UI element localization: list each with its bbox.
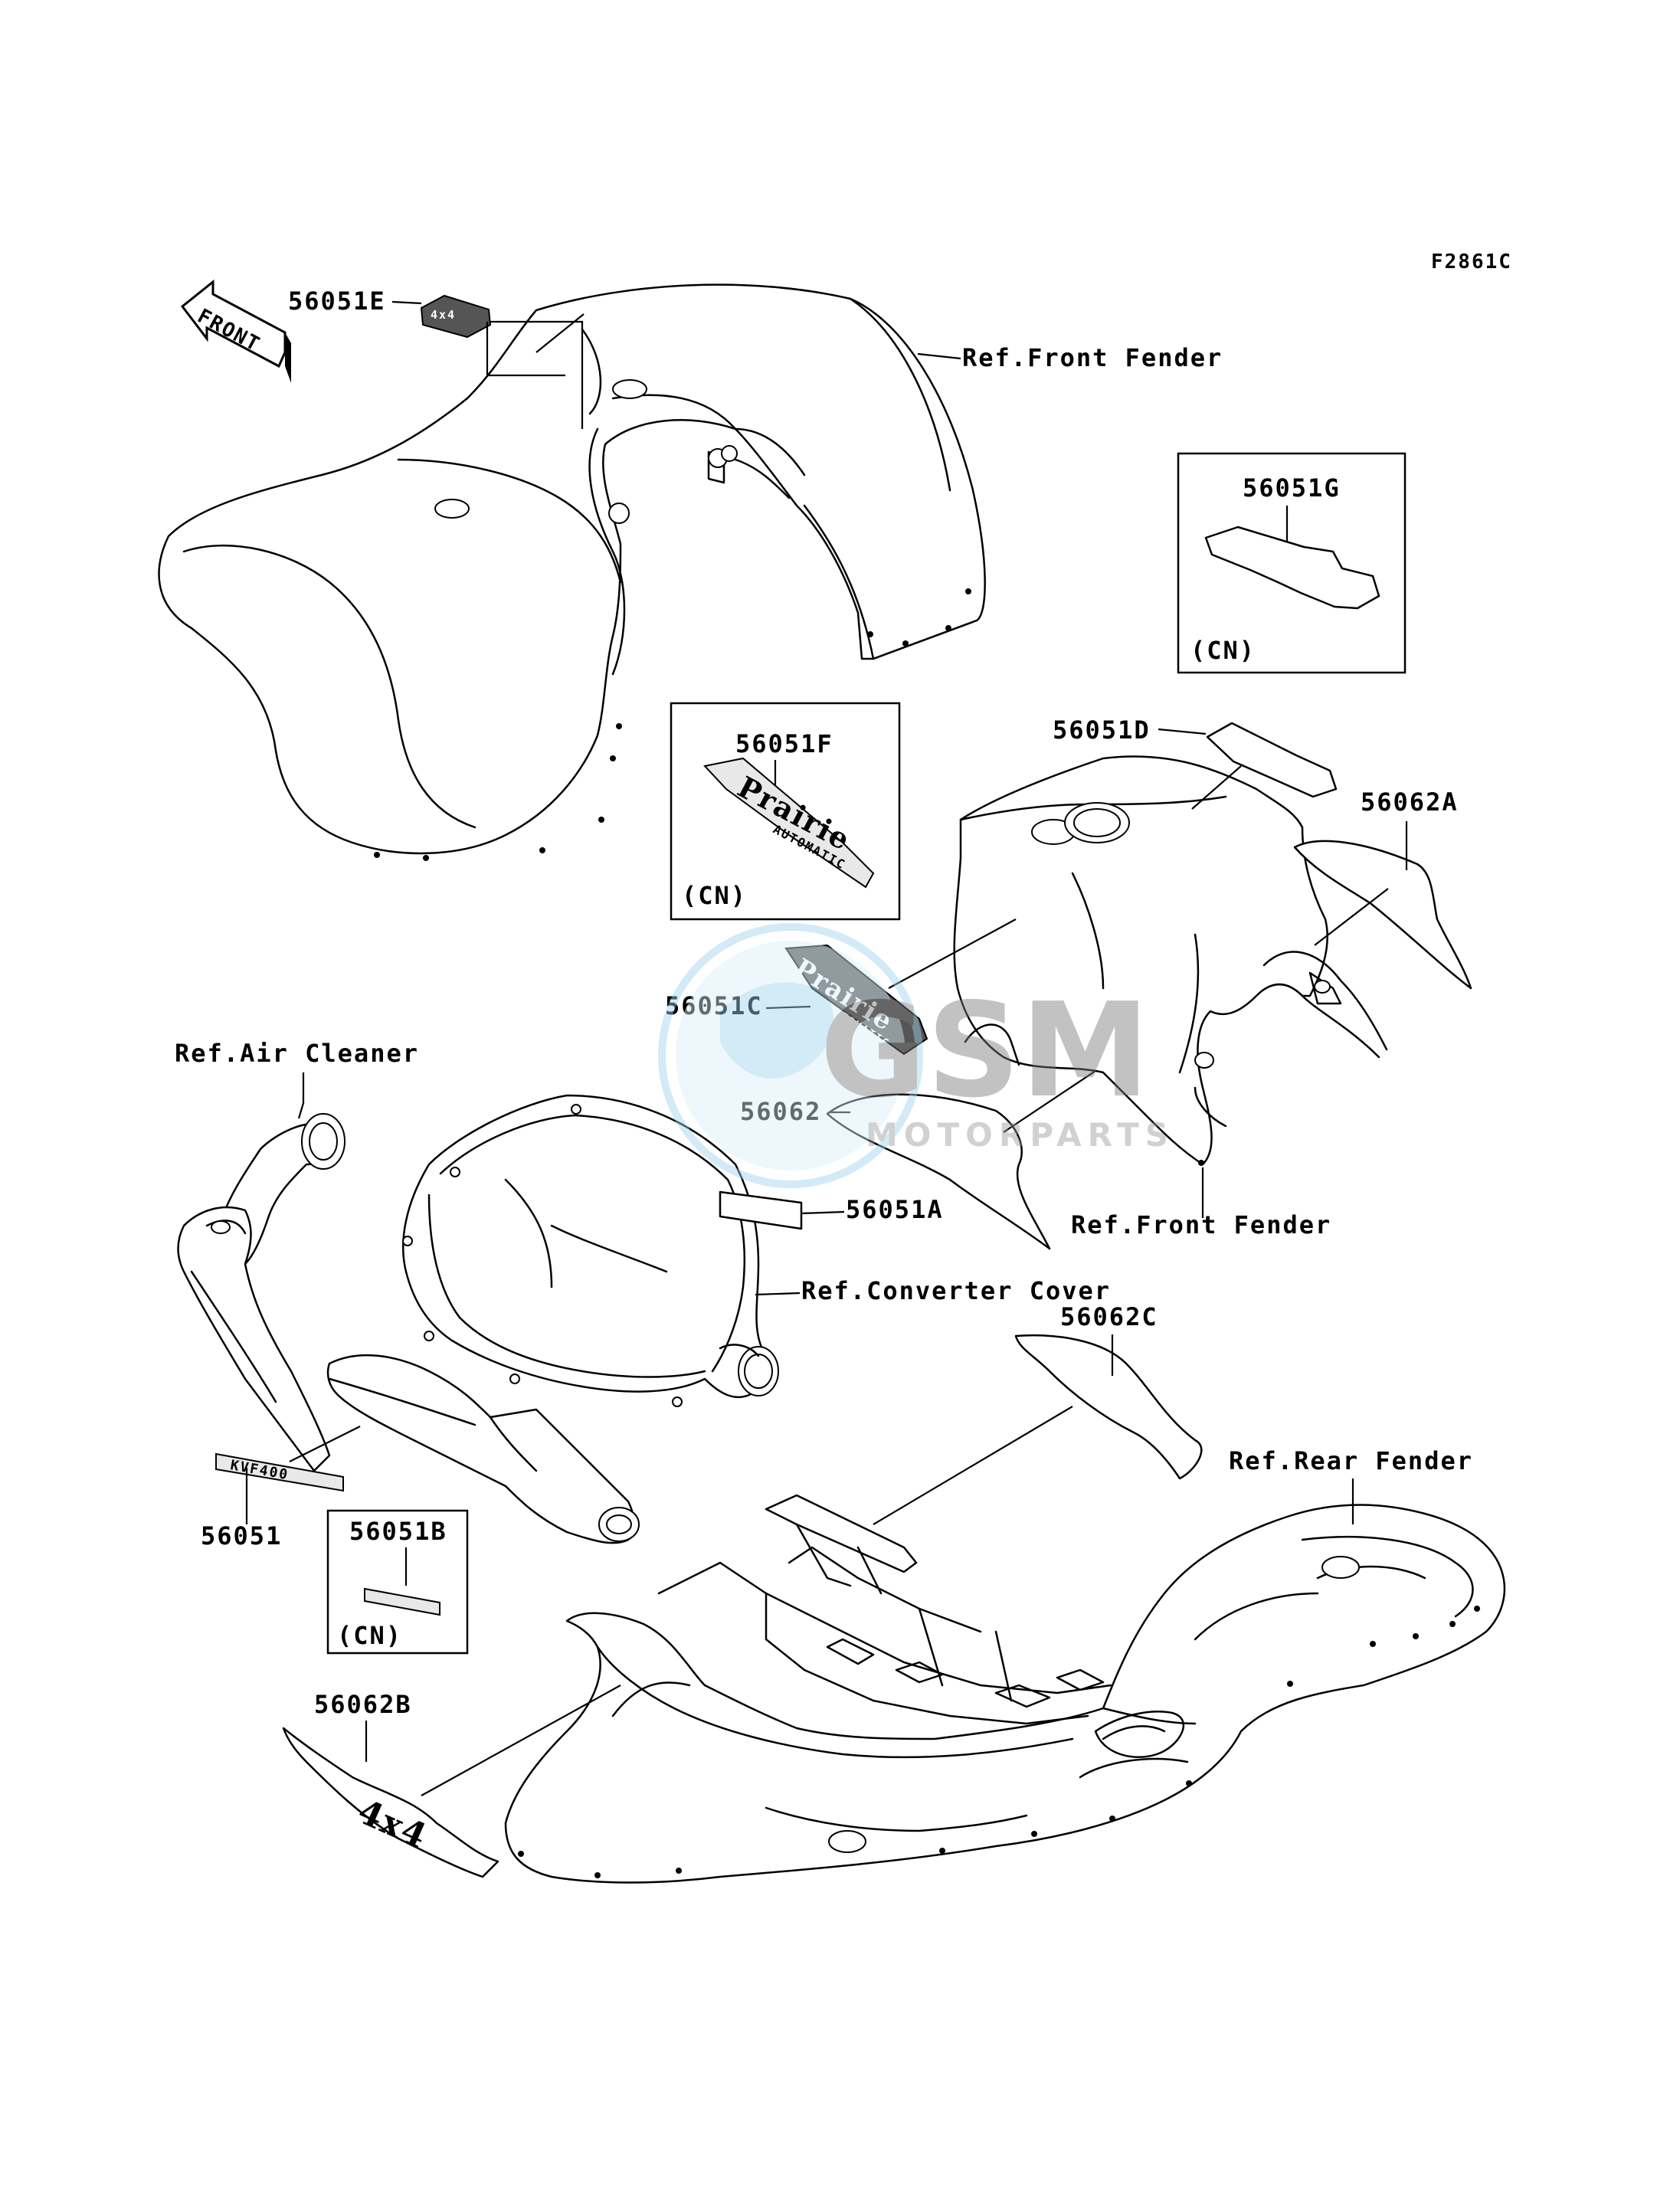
front-arrow-icon: FRONT: [180, 279, 291, 383]
decal-56062A: [1293, 840, 1472, 990]
watermark-logo: GSM MOTORPARTS: [658, 923, 1174, 1188]
decal-56062C: [1014, 1334, 1203, 1480]
decal-56051G: [1204, 526, 1380, 610]
watermark-brand: GSM: [820, 975, 1150, 1127]
label-56051G: 56051G: [1243, 473, 1341, 503]
front-fender-mid: [953, 755, 1388, 1166]
label-ref-converter-cover: Ref.Converter Cover: [801, 1276, 1111, 1305]
label-56062: 56062: [740, 1097, 821, 1126]
front-fender-top: [158, 283, 986, 861]
label-56051E: 56051E: [288, 286, 386, 316]
svg-text:4x4: 4x4: [431, 308, 456, 322]
box-56051F: [670, 702, 901, 921]
label-cn-b: (CN): [337, 1621, 402, 1650]
label-56051D: 56051D: [1053, 715, 1151, 745]
converter-duct: [326, 1354, 640, 1544]
decal-56051F: Prairie AUTOMATIC: [703, 757, 875, 889]
label-ref-front-fender-mid: Ref.Front Fender: [1071, 1210, 1331, 1239]
diagram-code: F2861C: [1431, 250, 1512, 273]
label-56062A: 56062A: [1361, 787, 1459, 817]
decal-56051A: [719, 1190, 803, 1230]
converter-cover: [402, 1094, 779, 1407]
label-56062C: 56062C: [1060, 1302, 1158, 1331]
label-56051A: 56051A: [846, 1195, 944, 1224]
label-56051: 56051: [201, 1521, 282, 1550]
decal-56051D: [1206, 722, 1338, 798]
label-56051B: 56051B: [349, 1517, 447, 1546]
label-56051F: 56051F: [735, 729, 833, 758]
watermark-sub: MOTORPARTS: [866, 1116, 1174, 1154]
label-cn-g: (CN): [1190, 636, 1256, 665]
label-ref-front-fender-top: Ref.Front Fender: [962, 343, 1223, 372]
label-56051C: 56051C: [665, 991, 763, 1020]
label-56062B: 56062B: [314, 1690, 412, 1719]
decal-56062: [826, 1093, 1051, 1250]
label-ref-air-cleaner: Ref.Air Cleaner: [175, 1039, 419, 1068]
box-56051B: [326, 1509, 469, 1655]
decal-56051E: 4x4: [420, 294, 492, 339]
label-ref-rear-fender: Ref.Rear Fender: [1229, 1446, 1473, 1475]
air-cleaner-duct: [177, 1113, 345, 1472]
box-56051G: [1177, 452, 1407, 674]
label-cn-f: (CN): [682, 881, 747, 910]
decal-56051B: [364, 1587, 440, 1616]
rear-carrier-bracket: [765, 1494, 918, 1595]
decal-56062B: 4x4: [282, 1727, 499, 1878]
rear-fender: [504, 1504, 1506, 1884]
